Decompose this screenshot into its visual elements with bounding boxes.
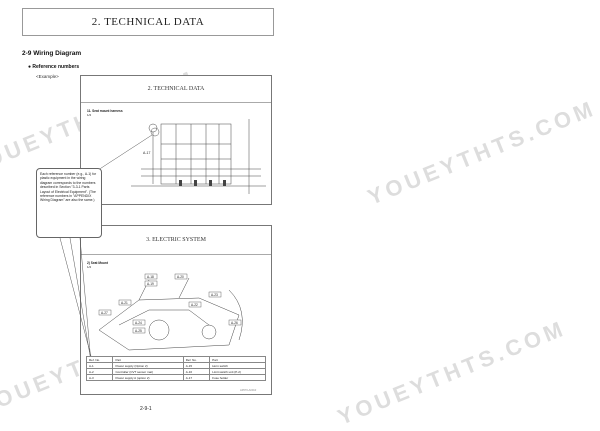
diagram-label: A-21	[121, 301, 128, 305]
table-cell: A-17	[182, 374, 211, 381]
diagram-label: A-18	[147, 275, 154, 279]
parts-layout-drawing: A-18 A-19 A-20 A-21 A-22 A-23 A-24 A-25 …	[98, 273, 243, 351]
example-page-subtitle: 2) Seat Mount	[87, 261, 108, 265]
table-cell: Fuse holder	[209, 374, 266, 381]
section-heading: 2-9 Wiring Diagram	[22, 50, 82, 57]
diagram-label: A-23	[211, 293, 218, 297]
diagram-label: A-19	[147, 282, 154, 286]
diagram-label: A-22	[191, 303, 198, 307]
diagram-label: A-25	[135, 329, 142, 333]
diagram-label: A-17	[143, 151, 150, 155]
example-page-subtitle: 11. Seat mount harness	[87, 109, 123, 113]
diagram-label: A-26	[231, 321, 238, 325]
table-cell: A-3	[85, 374, 114, 381]
example-page-title: 3. ELECTRIC SYSTEM	[81, 226, 271, 255]
page-number: 2-9-1	[140, 406, 152, 412]
example-page-subcode: 1/2	[87, 265, 92, 269]
example-page-title: 2. TECHNICAL DATA	[81, 76, 271, 103]
example-page-subcode: 1/2	[87, 113, 92, 117]
table-row: A-3 Power supply A (option 2) A-17 Fuse …	[85, 374, 266, 381]
wiring-diagram-drawing: A-17	[131, 119, 266, 194]
reference-heading: ● Reference numbers	[28, 64, 80, 70]
page-title: 2. TECHNICAL DATA	[22, 8, 274, 36]
table-cell: Power supply A (option 2)	[112, 374, 184, 381]
diagram-label: A-20	[177, 275, 184, 279]
example-label: <Example>	[36, 74, 59, 79]
callout-note: Each reference number (e.g., A-1) for pl…	[36, 168, 102, 238]
diagram-label: A-24	[135, 321, 142, 325]
document-code: AP070-A0010	[240, 389, 257, 392]
reference-table: Ref. No. Part Ref. No. Part A-1 Power su…	[85, 356, 266, 381]
example-page-technical-data: 2. TECHNICAL DATA 11. Seat mount harness…	[80, 75, 272, 205]
diagram-label: A-27	[101, 311, 108, 315]
